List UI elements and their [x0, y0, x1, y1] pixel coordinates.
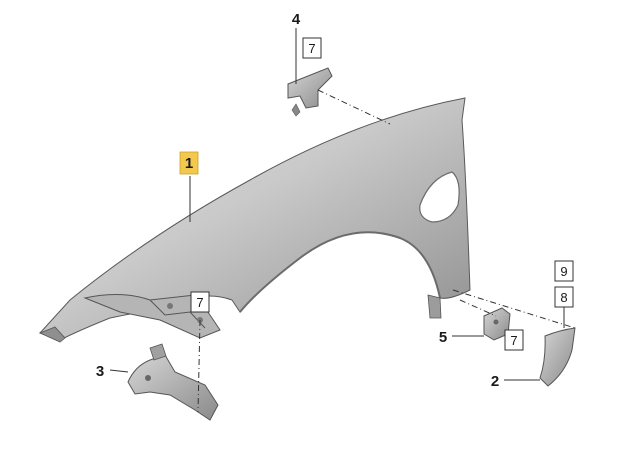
- upper-bracket-callout: 4: [292, 11, 301, 28]
- fender-front-ref-box: 7: [190, 291, 210, 313]
- assembly-lines: [197, 89, 576, 413]
- trim-ref-box-upper: 9: [554, 260, 574, 282]
- upper-bracket-ref-box: 7: [302, 37, 322, 59]
- rear-bracket-part: [483, 307, 511, 341]
- side-trim-part: [539, 327, 576, 387]
- fender-callout: 1: [185, 155, 193, 172]
- svg-text:7: 7: [196, 295, 203, 310]
- leader-lines: [109, 28, 540, 381]
- side-trim-callout: 2: [491, 373, 499, 390]
- trim-ref-box-lower: 8: [554, 286, 574, 308]
- lower-bracket-callout: 3: [96, 363, 104, 380]
- svg-text:7: 7: [308, 41, 315, 56]
- rear-bracket-ref-box: 7: [504, 329, 524, 351]
- fender-callout-highlight: [179, 151, 199, 175]
- svg-text:8: 8: [560, 290, 567, 305]
- upper-bracket-part: [287, 67, 333, 117]
- svg-text:9: 9: [560, 264, 567, 279]
- fender-part: [38, 97, 471, 343]
- rear-bracket-callout: 5: [439, 329, 447, 346]
- svg-text:7: 7: [510, 333, 517, 348]
- lower-bracket-part: [127, 343, 219, 421]
